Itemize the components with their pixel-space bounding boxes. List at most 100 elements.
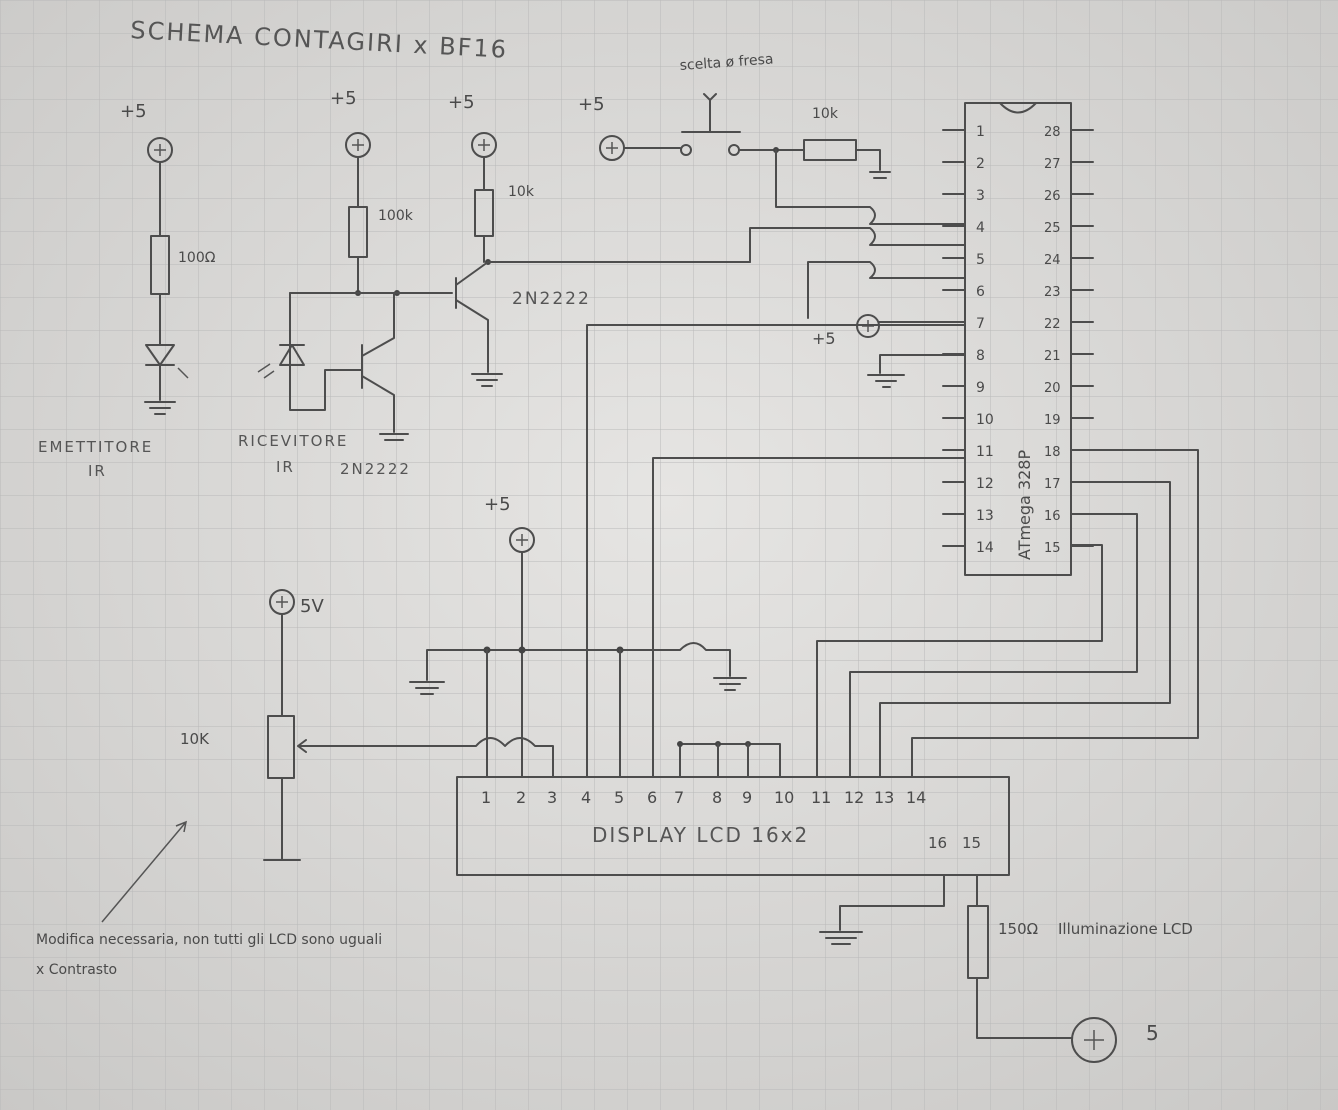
receiver-circuit: +5 100k RICEVITORE IR 2N2222 [238, 88, 453, 478]
mcu-left-pin-number: 10 [976, 412, 994, 428]
backlight-ground-icon [819, 931, 863, 945]
amplifier-stage: +5 10k 2N2222 [448, 92, 751, 387]
note-line-2: x Contrasto [36, 962, 117, 978]
lcd-pin-number: 12 [844, 788, 864, 807]
mcu-left-pin-number: 13 [976, 508, 994, 524]
lcd-pin-16: 16 [928, 834, 947, 852]
lcd-ground-right-icon [713, 677, 747, 691]
mcu-right-pin-number: 18 [1044, 445, 1061, 460]
backlight-circuit: 150Ω Illuminazione LCD 5 [819, 874, 1193, 1063]
contrast-supply-label: 5V [300, 596, 324, 617]
receiver-transistor-label: 2N2222 [340, 460, 411, 478]
mcu-left-pin-number: 8 [976, 348, 985, 364]
mcu-right-pin-number: 26 [1044, 189, 1061, 204]
lcd-pin-number: 11 [811, 788, 831, 807]
mcu-right-pin-number: 27 [1044, 157, 1061, 172]
mcu-left-pin-number: 6 [976, 284, 985, 300]
lcd-pin-number: 1 [481, 788, 491, 807]
amp-resistor-label: 10k [508, 184, 535, 200]
lcd-pin-number: 5 [614, 788, 624, 807]
lcd-pin-number: 3 [547, 788, 557, 807]
mcu-body [964, 102, 1072, 576]
lcd-pin-number: 6 [647, 788, 657, 807]
amp-transistor-icon [455, 261, 489, 373]
mcu-right-pin-number: 16 [1044, 509, 1061, 524]
mcu-right-pin-number: 24 [1044, 253, 1061, 268]
mcu-left-pin-number: 9 [976, 380, 985, 396]
receiver-ground-icon [379, 433, 409, 441]
amp-supply-label: +5 [448, 92, 475, 113]
switch-button-icon [681, 93, 741, 133]
selector-ground-icon [869, 171, 891, 179]
receiver-supply-label: +5 [330, 88, 357, 109]
switch-contact-left [680, 144, 692, 156]
lcd-pin-number: 4 [581, 788, 591, 807]
mcu-left-pin-number: 4 [976, 220, 985, 236]
emitter-ground-icon [144, 401, 176, 415]
receiver-label-2: IR [276, 458, 295, 476]
mcu-right-pin-number: 23 [1044, 285, 1061, 300]
mcu-left-pin-number: 14 [976, 540, 994, 556]
lcd-pin-number: 7 [674, 788, 684, 807]
emitter-supply-label: +5 [120, 101, 147, 122]
receiver-label-1: RICEVITORE [238, 432, 348, 450]
lcd-wiring: +5 [409, 449, 1199, 778]
lcd-pin-15: 15 [962, 834, 981, 852]
mcu-right-pin-number: 21 [1044, 349, 1061, 364]
emitter-label-1: EMETTITORE [38, 438, 153, 456]
lcd-pin-number: 2 [516, 788, 526, 807]
contrast-potentiometer: 5V 10K [180, 589, 554, 861]
selector-label: scelta ø fresa [679, 51, 774, 74]
amp-transistor-label: 2N2222 [512, 289, 591, 309]
note-line-1: Modifica necessaria, non tutti gli LCD s… [36, 932, 382, 948]
mcu-vcc-label: +5 [812, 329, 836, 348]
emitter-label-2: IR [88, 462, 107, 480]
mcu-right-pin-number: 28 [1044, 125, 1061, 140]
lcd-name: DISPLAY LCD 16x2 [592, 823, 809, 847]
note-arrow-icon [101, 820, 188, 923]
lcd-pin-number: 9 [742, 788, 752, 807]
mcu-right-pin-number: 20 [1044, 381, 1061, 396]
selector-supply-label: +5 [578, 94, 605, 115]
selector-resistor-label: 10k [812, 106, 839, 122]
mcu-right-pin-number: 15 [1044, 541, 1061, 556]
mcu-right-pin-number: 22 [1044, 317, 1061, 332]
receiver-phototransistor-icon [361, 292, 395, 433]
emitter-circuit: +5 100Ω EMETTITORE IR [38, 101, 216, 480]
backlight-resistor-label: 150Ω [998, 920, 1038, 938]
mcu-right-pin-number: 25 [1044, 221, 1061, 236]
lcd-body [456, 776, 1010, 876]
contrast-resistor-label: 10K [180, 730, 210, 748]
backlight-supply-symbol [1071, 1017, 1117, 1063]
lcd-pin-number: 8 [712, 788, 722, 807]
mcu-right-pin-number: 17 [1044, 477, 1061, 492]
mcu-name: ATmega 328P [1015, 450, 1034, 560]
backlight-label: Illuminazione LCD [1058, 920, 1193, 938]
mcu-left-pin-number: 5 [976, 252, 985, 268]
mcu-left-pin-number: 12 [976, 476, 994, 492]
wiper-arrow-icon [297, 737, 554, 778]
note: Modifica necessaria, non tutti gli LCD s… [36, 820, 382, 978]
receiver-resistor-label: 100k [378, 208, 414, 224]
lcd-ground-left-icon [409, 681, 445, 695]
mcu-left-pin-number: 7 [976, 316, 985, 332]
receiver-photodiode-icon [279, 344, 305, 366]
selector-switch-circuit: scelta ø fresa +5 10k [578, 51, 966, 225]
mcu-left-pin-number: 2 [976, 156, 985, 172]
mcu-left-pin-number: 3 [976, 188, 985, 204]
emitter-resistor-label: 100Ω [178, 250, 216, 266]
mcu-ground-icon [867, 374, 905, 388]
lcd-pin-number: 13 [874, 788, 894, 807]
mcu-right-pin-number: 19 [1044, 413, 1061, 428]
mcu-left-pin-number: 1 [976, 124, 985, 140]
mcu-left-pin-number: 11 [976, 444, 994, 460]
backlight-supply-label: 5 [1146, 1021, 1159, 1045]
amp-ground-icon [471, 373, 503, 387]
lcd-pin-number: 10 [774, 788, 794, 807]
